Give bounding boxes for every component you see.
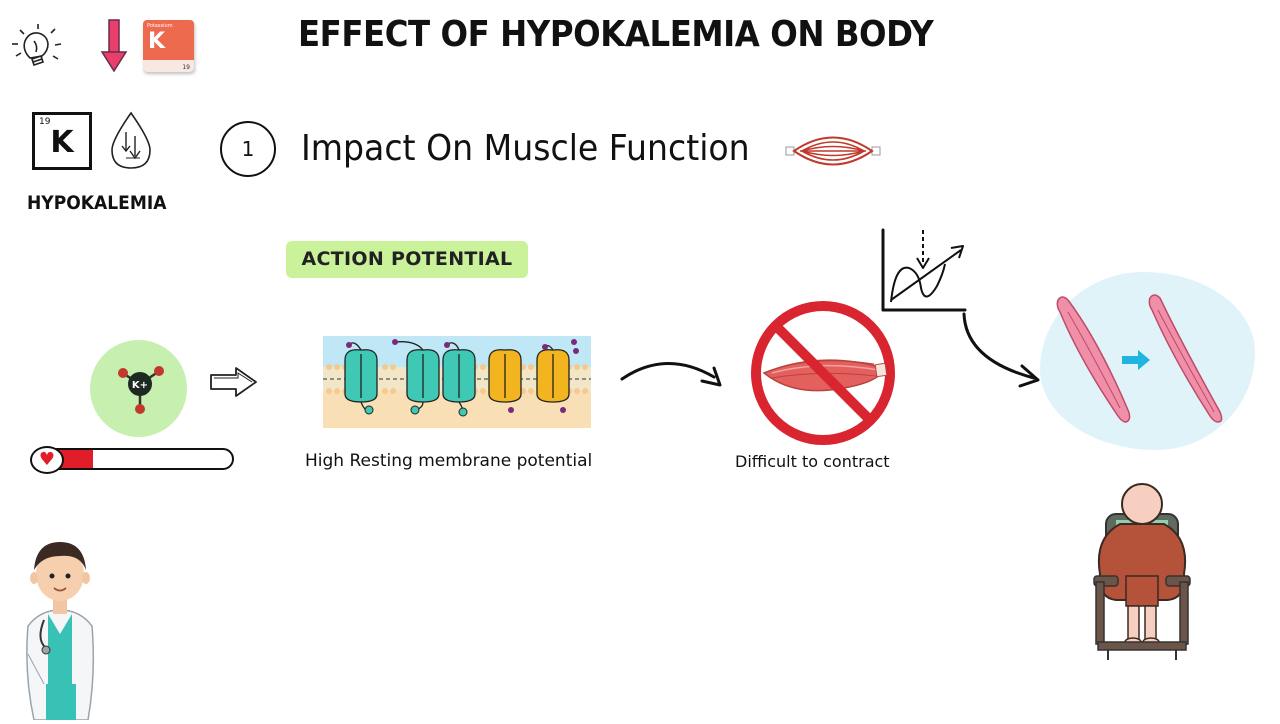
tile-symbol: K xyxy=(50,125,74,160)
step-number-badge: 1 xyxy=(220,121,276,177)
tile-number: 19 xyxy=(39,117,51,127)
card-atomic-number: 19 xyxy=(182,64,190,71)
potassium-ion-icon: K+ xyxy=(110,356,170,422)
droplet-down-icon xyxy=(106,110,156,176)
card-element-name: Potassium xyxy=(147,23,173,29)
action-potential-badge: ACTION POTENTIAL xyxy=(286,241,528,278)
down-arrow-icon xyxy=(100,18,128,78)
lightbulb-icon xyxy=(8,20,64,76)
graph-icon xyxy=(879,226,971,320)
potassium-card-icon: Potassium K 39.098 19 xyxy=(143,20,194,72)
card-element-symbol: K xyxy=(148,29,166,54)
ion-channel-membrane-icon xyxy=(323,336,591,432)
curved-arrow-down-icon xyxy=(958,310,1048,394)
doctor-icon xyxy=(18,534,102,724)
muscle-fiber-icon xyxy=(784,128,882,178)
membrane-potential-label: High Resting membrane potential xyxy=(305,451,593,471)
wheelchair-patient-icon xyxy=(1088,478,1196,666)
prohibited-muscle-icon xyxy=(750,298,900,452)
potassium-tile-icon: 19 K xyxy=(32,112,92,170)
potassium-ion-label: K+ xyxy=(132,380,148,391)
curved-arrow-icon xyxy=(618,355,728,399)
heart-icon: ♥ xyxy=(30,446,64,474)
muscle-weakening-icon xyxy=(1050,290,1230,434)
page-title: EFFECT OF HYPOKALEMIA ON BODY xyxy=(298,14,934,55)
section-title: Impact On Muscle Function xyxy=(301,128,750,169)
right-arrow-outline-icon xyxy=(208,365,260,403)
hypokalemia-label: HYPOKALEMIA xyxy=(27,192,167,214)
difficult-to-contract-label: Difficult to contract xyxy=(735,452,890,471)
